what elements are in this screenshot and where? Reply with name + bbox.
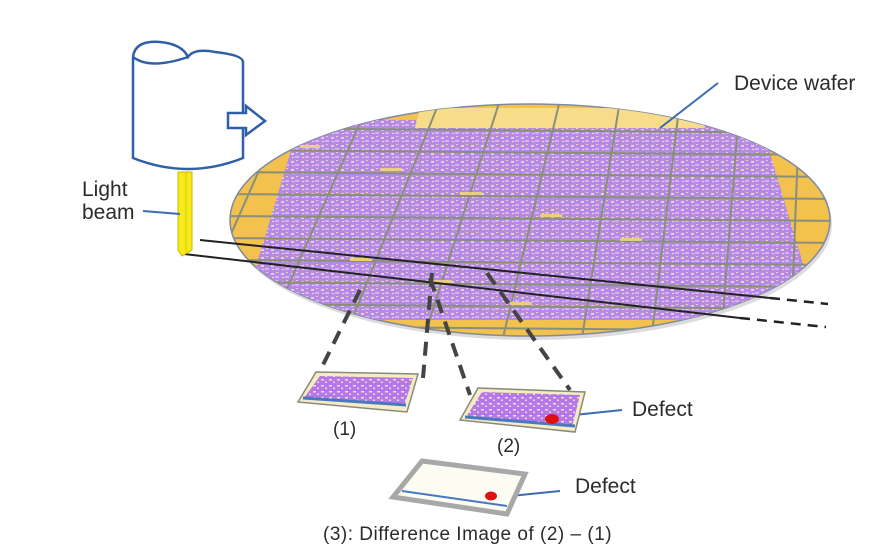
defect-label-image2: Defect [632,398,693,421]
light-beam-label-line1: Light [82,178,128,201]
light-beam [177,171,193,257]
reference-die-image [296,371,419,413]
light-beam-label-line2: beam [82,201,135,224]
difference-image [388,458,529,517]
scan-lines [183,239,829,329]
defect-marker [545,414,559,424]
device-wafer-label: Device wafer [734,72,856,95]
image1-label: (1) [333,419,357,440]
scan-direction-arrow-icon [226,103,268,138]
projection-lines [316,271,572,396]
defect-label-image3: Defect [575,475,636,498]
difference-image-caption: (3): Difference Image of (2) – (1) [323,524,613,545]
inspection-camera [131,40,245,171]
inspected-die-image [458,387,586,433]
defect-marker [485,491,497,501]
image2-label: (2) [497,436,521,457]
device-wafer [229,103,832,340]
